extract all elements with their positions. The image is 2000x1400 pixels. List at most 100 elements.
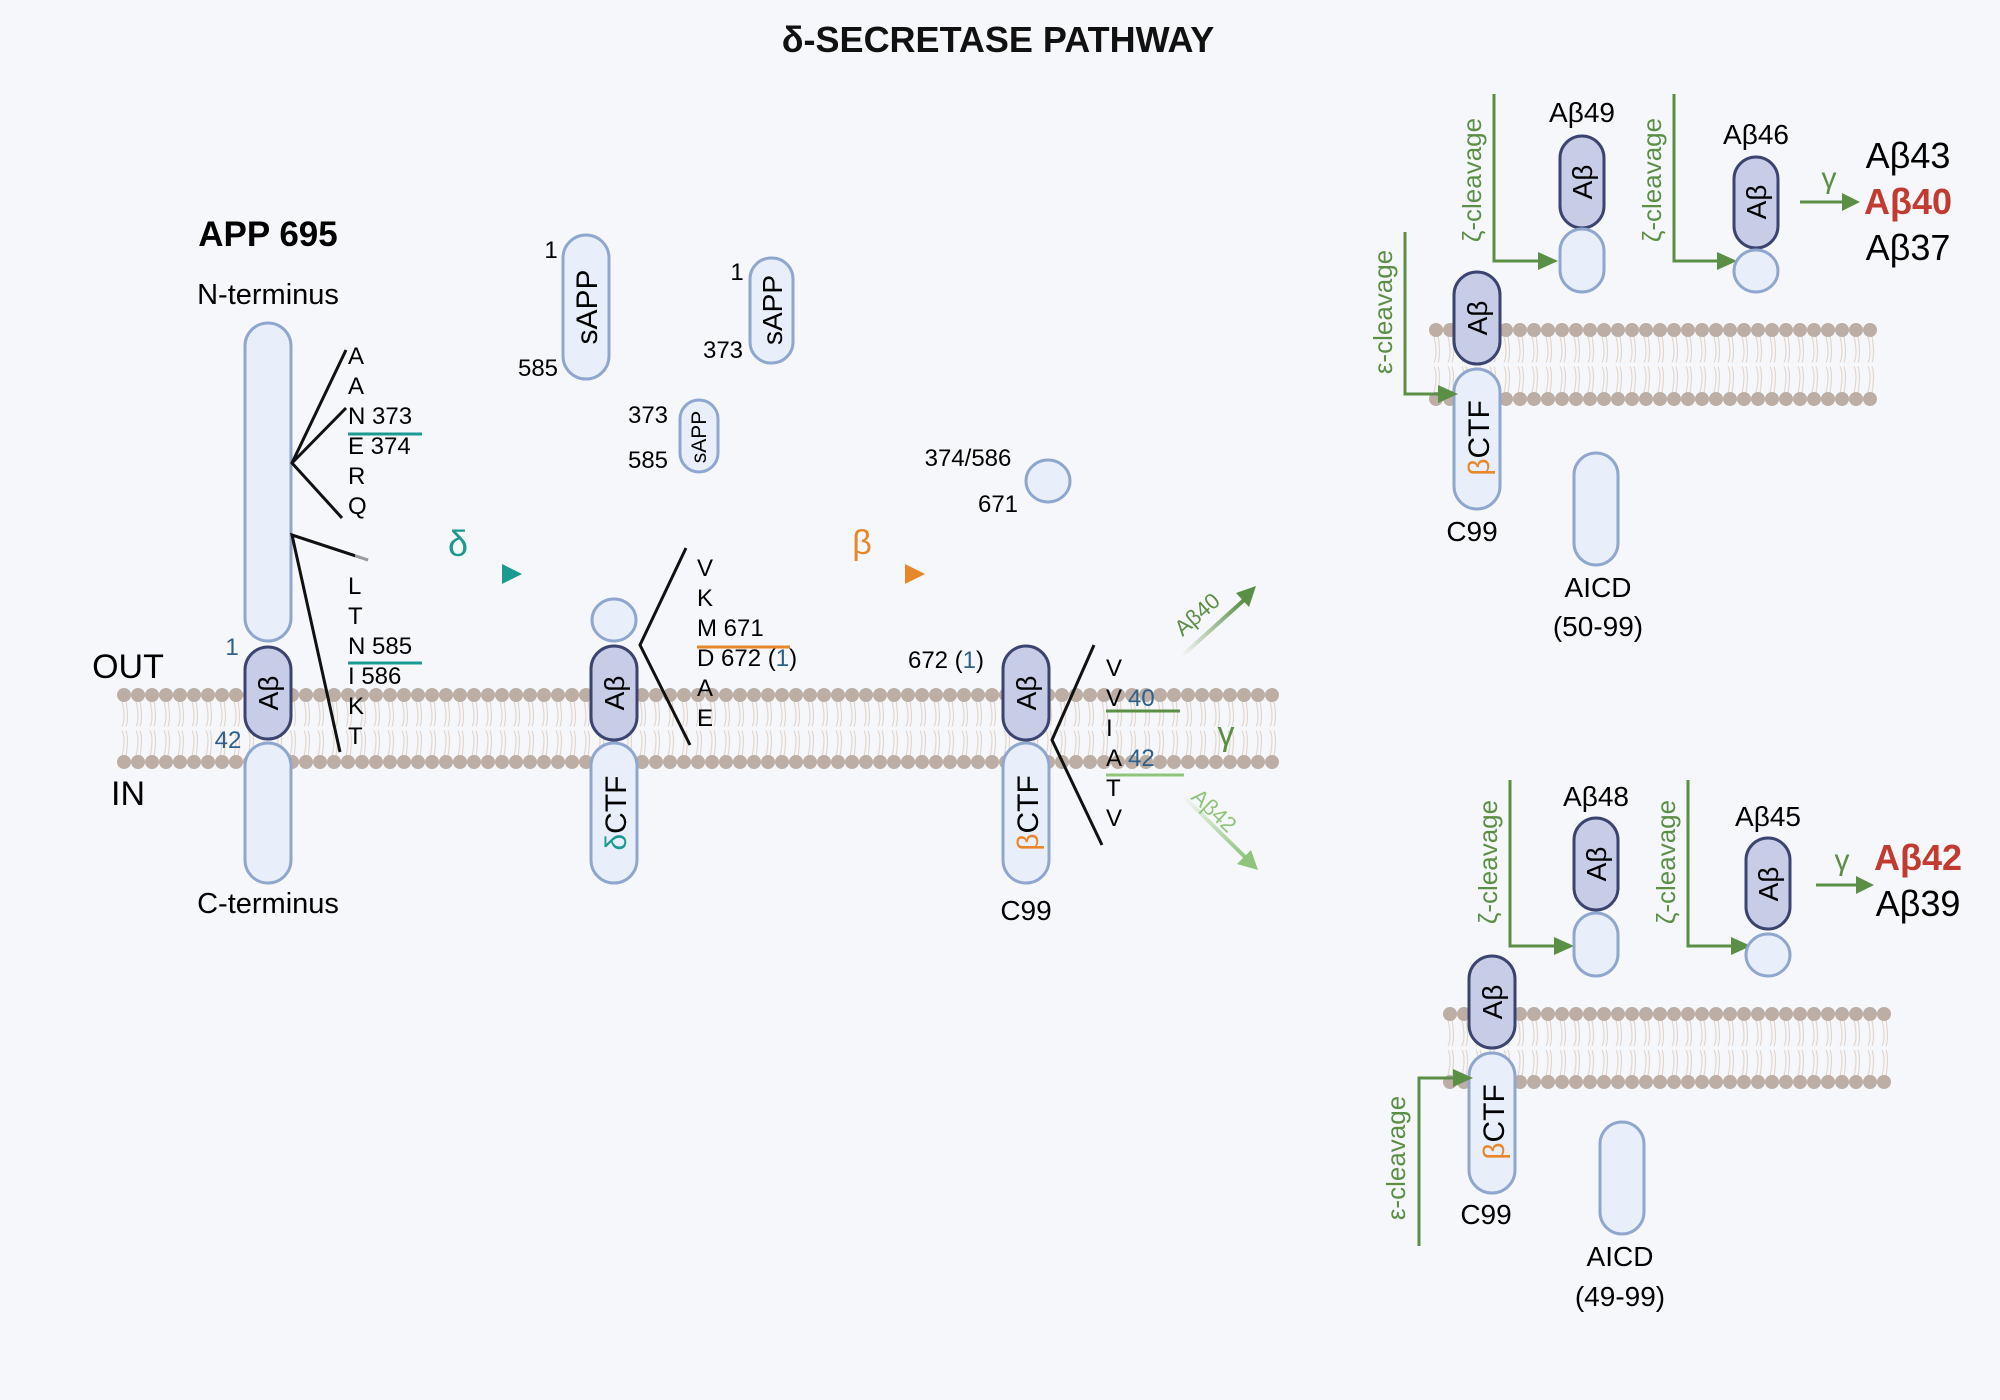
lipid-tail-lower xyxy=(135,730,143,757)
ab42-peptide-2-label: Aβ45 xyxy=(1735,801,1801,832)
pathway-ab42-line: Aβ βCTF C99 ε-cleavage AICD (49-99) ζ-cl… xyxy=(1381,780,1962,1312)
out-label: OUT xyxy=(92,648,164,686)
lipid-head xyxy=(1237,755,1251,769)
lipid-tail-lower xyxy=(1559,1049,1567,1077)
sapp-fragment-1-585 xyxy=(561,233,611,381)
ab42-peptide-1-tail xyxy=(1572,911,1620,978)
lipid-head xyxy=(677,755,691,769)
lipid-head xyxy=(1835,323,1849,337)
lipid-tail-upper xyxy=(163,700,171,727)
lipid-head xyxy=(1597,392,1611,406)
residue-label: V xyxy=(1106,805,1122,832)
lipid-head xyxy=(1639,1007,1653,1021)
lipid-head xyxy=(1667,1007,1681,1021)
lipid-head xyxy=(1835,1007,1849,1021)
lipid-head xyxy=(565,755,579,769)
diagram-title: δ-SECRETASE PATHWAY xyxy=(782,19,1215,60)
lipid-head xyxy=(201,688,215,702)
lipid-tail-lower xyxy=(835,730,843,757)
lipid-head xyxy=(173,688,187,702)
lipid-head xyxy=(1863,1075,1877,1089)
lipid-tail-lower xyxy=(429,730,437,757)
app-c-segment xyxy=(243,741,293,885)
lipid-tail-lower xyxy=(177,730,185,757)
lipid-head xyxy=(789,755,803,769)
lipid-head xyxy=(229,755,243,769)
lipid-tail-upper xyxy=(1199,700,1207,727)
ab40-c99-abeta-label: Aβ xyxy=(1462,301,1493,336)
app-abeta-domain xyxy=(243,645,293,741)
lipid-tail-upper xyxy=(471,700,479,727)
lipid-tail-lower xyxy=(1531,366,1539,394)
lipid-tail-upper xyxy=(1713,1019,1721,1047)
residue-label: D 672 (1) xyxy=(697,645,797,672)
lipid-head xyxy=(1625,392,1639,406)
lipid-tail-lower xyxy=(1269,730,1277,757)
lipid-tail-upper xyxy=(1433,335,1441,363)
ab40-c99-abeta xyxy=(1452,270,1502,366)
lipid-head xyxy=(859,755,873,769)
lipid-tail-lower xyxy=(1839,1049,1847,1077)
lipid-head xyxy=(943,688,957,702)
lipid-tail-upper xyxy=(835,700,843,727)
lipid-head xyxy=(383,755,397,769)
lipid-tail-lower xyxy=(1461,1049,1469,1077)
lipid-tail-upper xyxy=(1671,1019,1679,1047)
ab40-aicd-range: (50-99) xyxy=(1553,611,1643,642)
ab40-c99-label: C99 xyxy=(1446,516,1497,547)
lipid-tail-upper xyxy=(1867,335,1875,363)
lipid-head xyxy=(383,688,397,702)
lipid-tail-upper xyxy=(793,700,801,727)
lipid-tail-upper xyxy=(1601,1019,1609,1047)
lipid-head xyxy=(1751,1075,1765,1089)
lipid-head xyxy=(523,755,537,769)
lipid-head xyxy=(159,688,173,702)
lipid-tail-lower xyxy=(1143,730,1151,757)
lipid-tail-upper xyxy=(583,700,591,727)
lipid-tail-lower xyxy=(1517,366,1525,394)
lipid-tail-lower xyxy=(1783,366,1791,394)
lipid-head xyxy=(551,755,565,769)
lipid-head xyxy=(1681,392,1695,406)
lipid-head xyxy=(747,755,761,769)
lipid-tail-lower xyxy=(1769,1049,1777,1077)
lipid-head xyxy=(1863,1007,1877,1021)
ab42-aicd xyxy=(1598,1120,1646,1236)
residue-label: I xyxy=(1106,715,1113,742)
lipid-tail-lower xyxy=(1797,366,1805,394)
lipid-tail-upper xyxy=(1629,1019,1637,1047)
lipid-tail-upper xyxy=(1699,335,1707,363)
ab40-peptide-2-label: Aβ46 xyxy=(1723,119,1789,150)
lipid-tail-lower xyxy=(513,730,521,757)
lipid-tail-lower xyxy=(723,730,731,757)
lipid-tail-lower xyxy=(1629,366,1637,394)
lipid-head xyxy=(943,755,957,769)
lipid-tail-lower xyxy=(1643,1049,1651,1077)
lipid-head xyxy=(1625,1007,1639,1021)
lipid-tail-upper xyxy=(1769,335,1777,363)
lipid-head xyxy=(845,755,859,769)
lipid-head xyxy=(929,755,943,769)
lipid-tail-lower xyxy=(1601,1049,1609,1077)
lipid-head xyxy=(901,755,915,769)
lipid-head xyxy=(131,755,145,769)
lipid-tail-upper xyxy=(695,700,703,727)
lipid-tail-upper xyxy=(1699,1019,1707,1047)
ab40-c99-ctf-label: βCTF xyxy=(1463,400,1496,476)
lipid-head xyxy=(915,755,929,769)
ab42-gamma-symbol: γ xyxy=(1835,844,1850,877)
lipid-head xyxy=(873,755,887,769)
small-fragment-label-b: 671 xyxy=(978,491,1018,518)
ab40-zeta1-bracket xyxy=(1492,94,1546,263)
lipid-head xyxy=(1821,1075,1835,1089)
lipid-tail-upper xyxy=(513,700,521,727)
lipid-head xyxy=(173,755,187,769)
lipid-head xyxy=(1541,392,1555,406)
lipid-head xyxy=(355,755,369,769)
lipid-tail-upper xyxy=(891,700,899,727)
lipid-tail-lower xyxy=(527,730,535,757)
lipid-head xyxy=(1709,1075,1723,1089)
ab42-product-ab42: Aβ42 xyxy=(1874,837,1962,878)
lipid-tail-upper xyxy=(443,700,451,727)
lipid-tail-lower xyxy=(1671,1049,1679,1077)
